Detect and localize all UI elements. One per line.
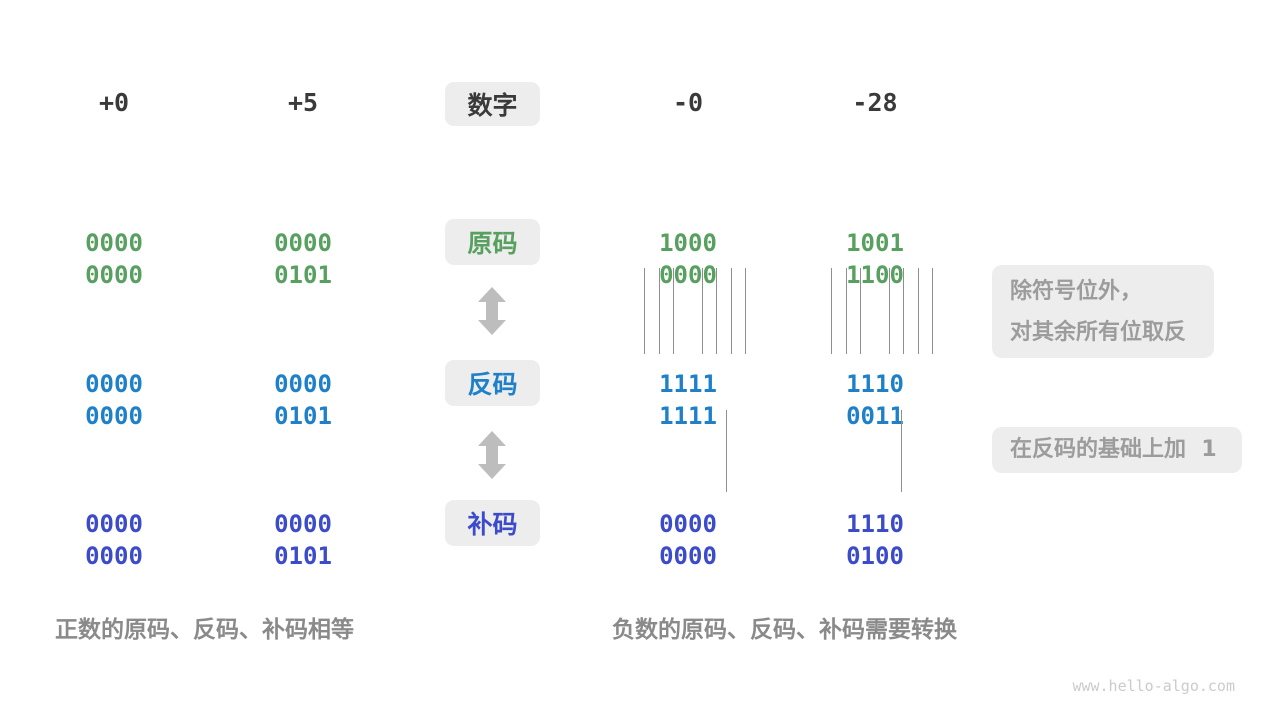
- invert-bits-note: 除符号位外， 对其余所有位取反: [992, 265, 1214, 358]
- twos-complement-minus28: 1110 0100: [846, 510, 904, 570]
- sign-magnitude-minus0: 1000 0000: [659, 229, 717, 289]
- bit-connector-line: [659, 268, 660, 354]
- bit-connector-line: [860, 268, 861, 354]
- watermark-url: www.hello-algo.com: [1072, 677, 1235, 695]
- twos-complement-minus0: 0000 0000: [659, 510, 717, 570]
- twos-complement-plus0: 0000 0000: [85, 510, 143, 570]
- bit-connector-line: [644, 268, 645, 354]
- bit-connector-line: [673, 268, 674, 354]
- ones-complement-label-box: 反码: [445, 360, 540, 406]
- ones-complement-plus5: 0000 0101: [274, 370, 332, 430]
- twos-complement-label-box: 补码: [445, 500, 540, 546]
- negative-numbers-caption: 负数的原码、反码、补码需要转换: [612, 617, 957, 643]
- bit-connector-line: [889, 268, 890, 354]
- add-one-note-text: 在反码的基础上加 1: [1010, 437, 1217, 462]
- header-value-plus5: +5: [287, 88, 319, 117]
- bit-connector-line: [901, 410, 902, 492]
- invert-bits-note-line2: 对其余所有位取反: [1010, 320, 1187, 345]
- invert-bits-note-line1: 除符号位外，: [1010, 279, 1143, 304]
- bit-connector-line: [831, 268, 832, 354]
- bit-connector-line: [903, 268, 904, 354]
- bit-connector-line: [731, 268, 732, 354]
- positive-numbers-caption: 正数的原码、反码、补码相等: [55, 617, 354, 643]
- sign-magnitude-plus0: 0000 0000: [85, 229, 143, 289]
- ones-complement-minus28: 1110 0011: [846, 370, 904, 430]
- sign-magnitude-plus5: 0000 0101: [274, 229, 332, 289]
- add-one-note: 在反码的基础上加 1: [992, 427, 1242, 473]
- bit-connector-line: [932, 268, 933, 354]
- double-arrow-icon: [478, 287, 506, 335]
- bit-connector-line: [726, 410, 727, 492]
- header-value-minus0: -0: [672, 88, 704, 117]
- sign-magnitude-label-box: 原码: [445, 219, 540, 265]
- double-arrow-icon: [478, 431, 506, 479]
- bit-connector-line: [846, 268, 847, 354]
- bit-connector-line: [745, 268, 746, 354]
- header-value-minus28: -28: [852, 88, 898, 117]
- bit-connector-line: [918, 268, 919, 354]
- sign-magnitude-minus28: 1001 1100: [846, 229, 904, 289]
- bit-connector-line: [702, 268, 703, 354]
- header-label-box: 数字: [445, 82, 540, 126]
- bit-connector-line: [716, 268, 717, 354]
- header-value-plus0: +0: [98, 88, 130, 117]
- ones-complement-plus0: 0000 0000: [85, 370, 143, 430]
- ones-complement-minus0: 1111 1111: [659, 370, 717, 430]
- twos-complement-plus5: 0000 0101: [274, 510, 332, 570]
